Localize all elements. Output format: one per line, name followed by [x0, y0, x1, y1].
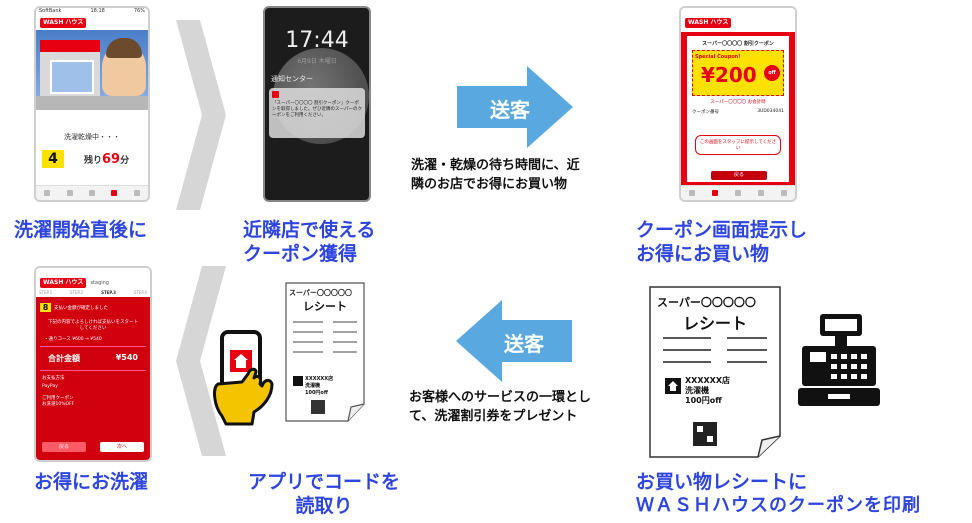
caption-step1: 洗濯開始直後に: [14, 219, 148, 241]
coupon-number: 3UD034041: [757, 109, 784, 114]
back-button[interactable]: 戻る: [711, 171, 767, 180]
notification-text: 「スーパー〇〇〇〇 割引クーポン」クーポンを取得しました。ぜひ近隣のスーパーのク…: [272, 101, 362, 118]
machine-number-badge: 4: [42, 150, 64, 168]
caption-step4: お買い物レシートに ＷＡＳＨハウスのクーポンを印刷: [636, 471, 921, 516]
receipt-machine-line: 洗濯機: [685, 386, 709, 395]
top-arrow-label: 送客: [490, 98, 530, 122]
receipt-discount-line: 100円off: [685, 396, 722, 405]
receipt-title: レシート: [682, 314, 747, 333]
payment-method[interactable]: PayPay: [42, 384, 58, 389]
coupon-amount: ¥200: [701, 63, 757, 87]
tab-bar[interactable]: [681, 185, 795, 200]
carrier: SoftBank: [39, 8, 62, 14]
confirmed-text: 支払い金額が確定しました: [54, 305, 108, 311]
back-button[interactable]: 戻る: [42, 442, 86, 452]
coupon-ticket: Special Coupon！ ¥200 off: [692, 50, 784, 96]
phone-washing-status: SoftBank 18:18 76% WASH ハウス 洗濯乾燥中・・・ 4 残…: [34, 6, 150, 202]
coupon-used-label: ご利用クーポン: [42, 396, 74, 401]
special-coupon-label: Special Coupon！: [695, 54, 744, 60]
large-receipt: スーパー〇〇〇〇〇 レシート XXXXXX店 洗濯機 100円off: [649, 286, 781, 458]
cash-register-icon: [798, 314, 880, 406]
next-button[interactable]: 次へ: [100, 442, 144, 452]
receipt-machine-line: 洗濯機: [305, 383, 321, 389]
receipt-shop-line: XXXXXX店: [305, 376, 334, 382]
washing-status-text: 洗濯乾燥中・・・: [64, 133, 120, 141]
phone-lock-screen: 17:44 6月9日 木曜日 通知センター 「スーパー〇〇〇〇 割引クーポン」ク…: [263, 6, 371, 202]
flow-chevron-left: [176, 266, 226, 456]
coupon-title: スーパー〇〇〇〇 割引クーポン: [702, 41, 774, 47]
machine-number-badge: 8: [40, 303, 51, 312]
notification-center-label: 通知センター: [271, 75, 313, 83]
off-badge: off: [764, 65, 780, 81]
caption-step6: お得にお洗濯: [34, 471, 149, 493]
washhouse-logo: WASH ハウス: [40, 18, 87, 28]
small-receipt: スーパー〇〇〇〇〇 レシート XXXXXX店 洗濯機 100円off: [285, 282, 365, 422]
washhouse-logo: WASH ハウス: [685, 18, 732, 28]
receipt-shop-line: XXXXXX店: [685, 376, 731, 385]
flow-arrow-left: [456, 300, 572, 382]
flow-arrow-right: [457, 66, 573, 148]
battery: 76%: [133, 8, 145, 14]
receipt-store-name: スーパー〇〇〇〇〇: [289, 289, 352, 297]
coupon-note: スーパー〇〇〇〇 お会計時: [710, 100, 766, 105]
total-value: ¥540: [115, 353, 138, 362]
phone-coupon-screen: WASH ハウス スーパー〇〇〇〇 割引クーポン Special Coupon！…: [679, 6, 797, 202]
caption-step5: アプリでコードを 読取り: [248, 471, 401, 517]
notification-card[interactable]: 「スーパー〇〇〇〇 割引クーポン」クーポンを取得しました。ぜひ近隣のスーパーのク…: [269, 88, 365, 138]
coupon-number-label: クーポン番号: [692, 110, 719, 115]
bottom-arrow-description: お客様へのサービスの一環とし て、洗濯割引券をプレゼント: [409, 390, 592, 424]
tab-bar[interactable]: [36, 185, 148, 200]
course-line: ・通りコース ¥600 → ¥540: [44, 337, 102, 342]
caption-step2: 近隣店で使える クーポン獲得: [243, 219, 376, 265]
top-arrow-description: 洗濯・乾燥の待ち時間に、近 隣のお店でお得にお買い物: [411, 158, 580, 192]
clock: 18:18: [90, 8, 105, 14]
app-icon: [272, 91, 279, 98]
caption-step3: クーポン画面提示し お得にお買い物: [636, 219, 808, 265]
coupon-used-value[interactable]: お洗濯10%OFF: [42, 402, 75, 407]
receipt-title: レシート: [303, 300, 347, 313]
receipt-store-name: スーパー〇〇〇〇〇: [657, 296, 756, 309]
status-bar: SoftBank 18:18 76%: [36, 8, 148, 16]
receipt-discount-line: 100円off: [305, 390, 328, 396]
hand-phone-icon: [213, 330, 274, 426]
app-header: WASH ハウス: [36, 16, 148, 30]
washhouse-logo: WASH ハウス: [40, 278, 87, 288]
instruction-text: 下記の内容でよろしければ支払いをスタートしてください: [48, 320, 138, 331]
staging-label: staging: [90, 280, 109, 286]
shop-photo: [36, 30, 148, 110]
flow-chevron-right: [176, 20, 226, 210]
payment-label: お支払方法: [42, 376, 65, 381]
bottom-arrow-label: 送客: [504, 332, 544, 356]
total-label: 合計金額: [48, 354, 80, 363]
show-staff-button[interactable]: この画面をスタッフに提示してください: [695, 135, 781, 155]
remaining-time: 残り69分: [84, 152, 130, 167]
